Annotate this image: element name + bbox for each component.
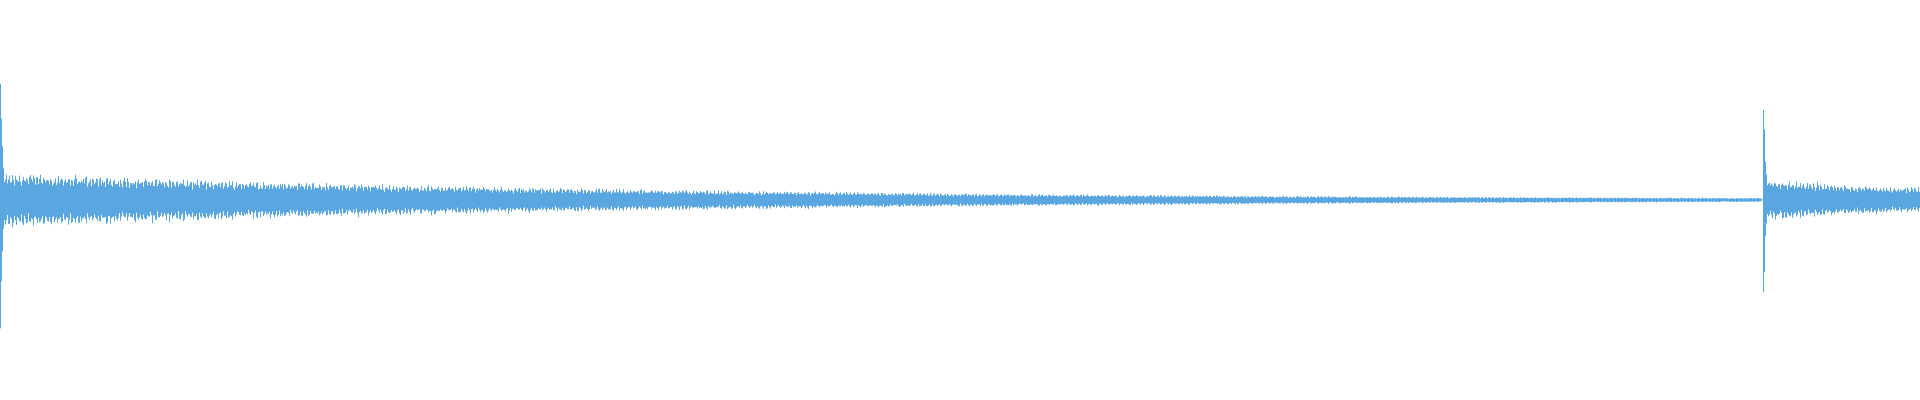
waveform-samples: [0, 83, 1920, 329]
waveform-trace: [0, 83, 1920, 329]
